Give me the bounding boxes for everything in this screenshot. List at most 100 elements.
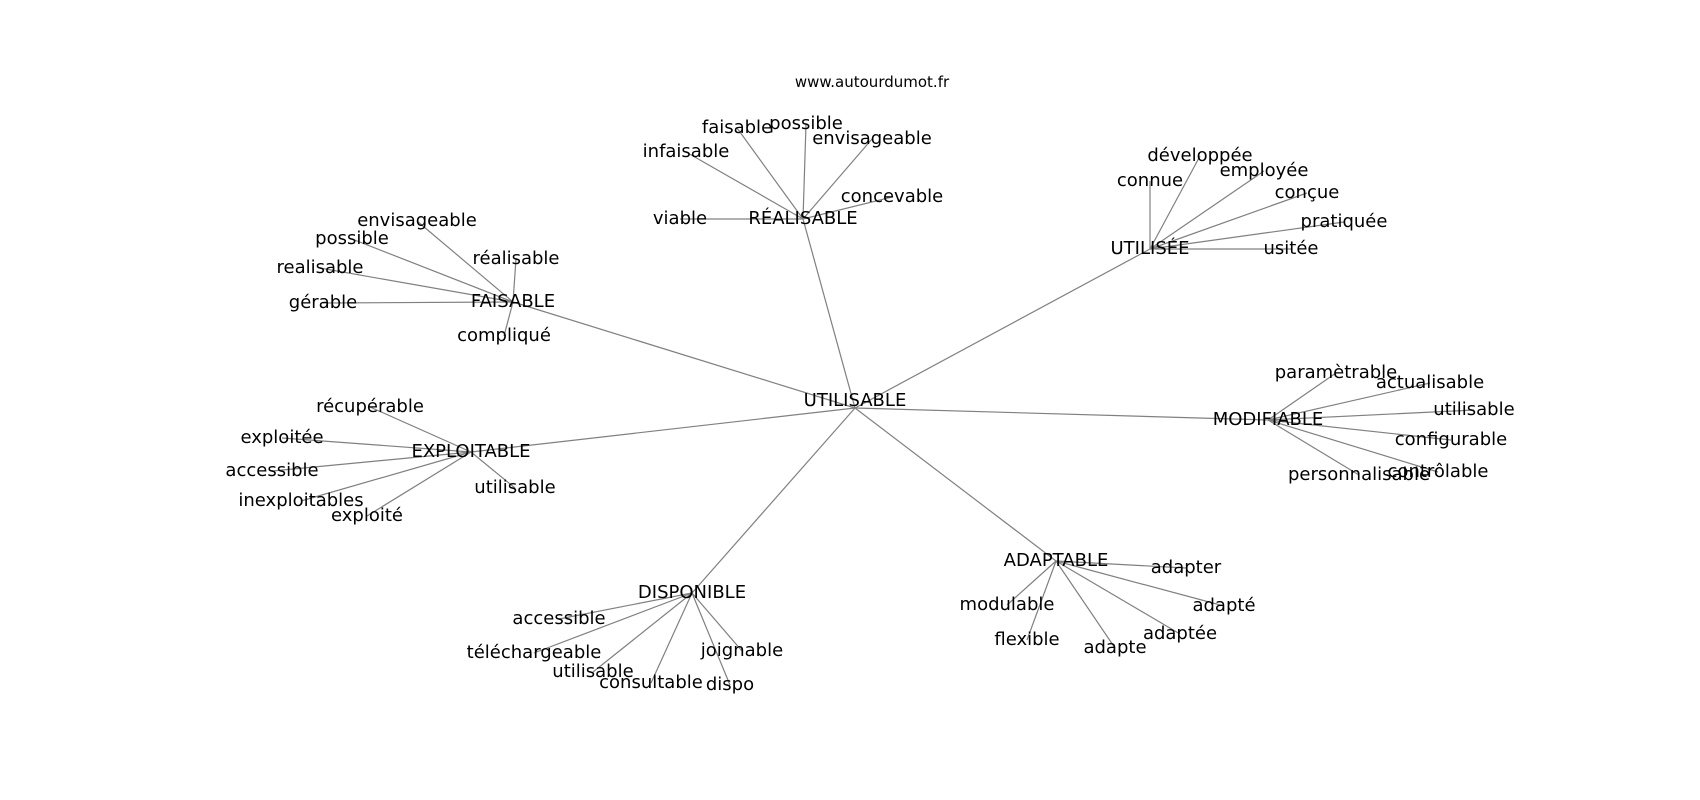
edge-utilisee-4 [1149,221,1345,250]
edge-exploitable-0 [369,406,472,453]
edge-faisable-1 [351,238,514,303]
leaf-node-utilisee-4: pratiquée [1301,211,1388,232]
leaf-node-utilisee-1: connue [1117,170,1183,191]
edge-realisable-0 [736,127,804,220]
leaf-node-modifiable-2: utilisable [1433,399,1514,420]
hub-node-faisable: FAISABLE [471,291,555,312]
leaf-node-faisable-1: possible [315,228,389,249]
edge-utilisee-2 [1149,170,1265,250]
leaf-node-faisable-0: envisageable [357,210,477,231]
edge-exploitable-5 [470,451,516,489]
leaf-node-adaptable-4: flexible [994,629,1059,650]
hub-node-adaptable: ADAPTABLE [1004,550,1109,571]
leaf-node-faisable-3: realisable [276,257,363,278]
edge-modifiable-5 [1267,419,1360,476]
edge-disponible-5 [691,592,731,686]
leaf-node-realisable-4: concevable [841,186,943,207]
site-url: www.autourdumot.fr [795,73,950,91]
edge-center-disponible [691,407,856,594]
edge-center-utilisee [854,248,1151,409]
leaf-node-exploitable-2: accessible [225,460,318,481]
edge-modifiable-3 [1267,419,1452,441]
edge-faisable-2 [512,258,517,303]
edge-utilisee-0 [1149,155,1201,250]
edge-adaptable-0 [1055,560,1187,569]
edge-faisable-5 [503,301,514,337]
leaf-node-adaptable-5: adapte [1083,637,1146,658]
leaf-node-realisable-1: possible [769,113,843,134]
leaf-node-disponible-2: utilisable [552,661,633,682]
edge-center-exploitable [470,407,856,453]
edge-adaptable-4 [1026,560,1057,641]
edge-modifiable-4 [1267,419,1439,473]
leaf-node-disponible-4: joignable [700,640,783,661]
leaf-node-realisable-3: infaisable [643,141,730,162]
edge-center-realisable [802,218,856,409]
edge-adaptable-2 [1055,560,1225,607]
hub-node-realisable: RÉALISABLE [748,207,857,229]
leaf-node-exploitable-1: exploitée [240,427,323,448]
leaf-node-faisable-4: gérable [289,292,357,313]
leaf-node-disponible-0: accessible [512,608,605,629]
edge-realisable-4 [802,196,893,220]
edge-realisable-3 [685,151,804,220]
leaf-node-modifiable-4: contrôlable [1388,461,1489,482]
edge-exploitable-3 [300,451,472,502]
edge-disponible-3 [650,592,693,684]
edge-adaptable-3 [1055,560,1181,635]
edge-disponible-2 [592,592,693,673]
edge-exploitable-2 [271,451,472,472]
edge-disponible-0 [558,592,693,620]
edge-disponible-4 [691,592,743,652]
center-node-utilisable: UTILISABLE [804,390,907,411]
leaf-node-utilisee-3: conçue [1275,182,1340,203]
edge-center-adaptable [854,407,1057,562]
leaf-node-adaptable-1: modulable [960,594,1055,615]
hub-node-exploitable: EXPLOITABLE [411,441,530,462]
hub-node-utilisee: UTILISÉE [1111,237,1190,259]
leaf-node-disponible-5: dispo [706,674,754,695]
leaf-node-modifiable-5: personnalisable [1288,464,1430,485]
edge-modifiable-2 [1267,409,1475,421]
hub-node-disponible: DISPONIBLE [638,582,746,603]
leaf-node-utilisee-2: employée [1220,160,1309,181]
leaf-node-faisable-2: réalisable [472,248,559,269]
leaf-node-disponible-1: téléchargeable [467,642,602,663]
edge-utilisee-3 [1149,192,1308,250]
leaf-node-realisable-0: faisable [702,117,772,138]
labels-layer: www.autourdumot.fr UTILISABLE RÉALISABLE… [225,73,1514,695]
leaf-node-adaptable-3: adaptée [1143,623,1217,644]
leaf-node-exploitable-0: récupérable [316,396,424,417]
edge-modifiable-0 [1267,372,1337,421]
leaf-node-faisable-5: compliqué [457,325,551,346]
leaf-node-utilisee-0: développée [1147,145,1252,166]
edge-faisable-4 [322,301,514,304]
leaf-node-utilisee-5: usitée [1264,238,1319,259]
leaf-node-adaptable-0: adapter [1151,557,1222,578]
edge-center-faisable [512,301,856,409]
edge-adaptable-5 [1055,560,1116,649]
leaf-node-realisable-2: envisageable [812,128,932,149]
edge-adaptable-1 [1006,560,1057,606]
edge-modifiable-1 [1267,382,1431,421]
edges-layer [271,123,1475,686]
leaf-node-adaptable-2: adapté [1192,595,1255,616]
edge-faisable-3 [319,267,514,303]
edge-realisable-1 [802,123,807,220]
leaf-node-realisable-5: viable [653,208,707,229]
leaf-node-exploitable-5: utilisable [474,477,555,498]
edge-realisable-2 [802,138,873,220]
leaf-node-disponible-3: consultable [599,672,703,693]
edge-disponible-1 [533,592,693,654]
edge-exploitable-4 [366,451,472,517]
leaf-node-exploitable-4: exploité [331,505,403,526]
edge-exploitable-1 [281,437,472,453]
leaf-node-exploitable-3: inexploitables [238,490,363,511]
edge-center-modifiable [854,407,1269,421]
leaf-node-modifiable-1: actualisable [1376,372,1484,393]
leaf-node-modifiable-0: paramètrable [1275,362,1397,383]
leaf-node-modifiable-3: configurable [1395,429,1507,450]
hub-node-modifiable: MODIFIABLE [1213,409,1324,430]
edge-faisable-0 [416,220,514,303]
